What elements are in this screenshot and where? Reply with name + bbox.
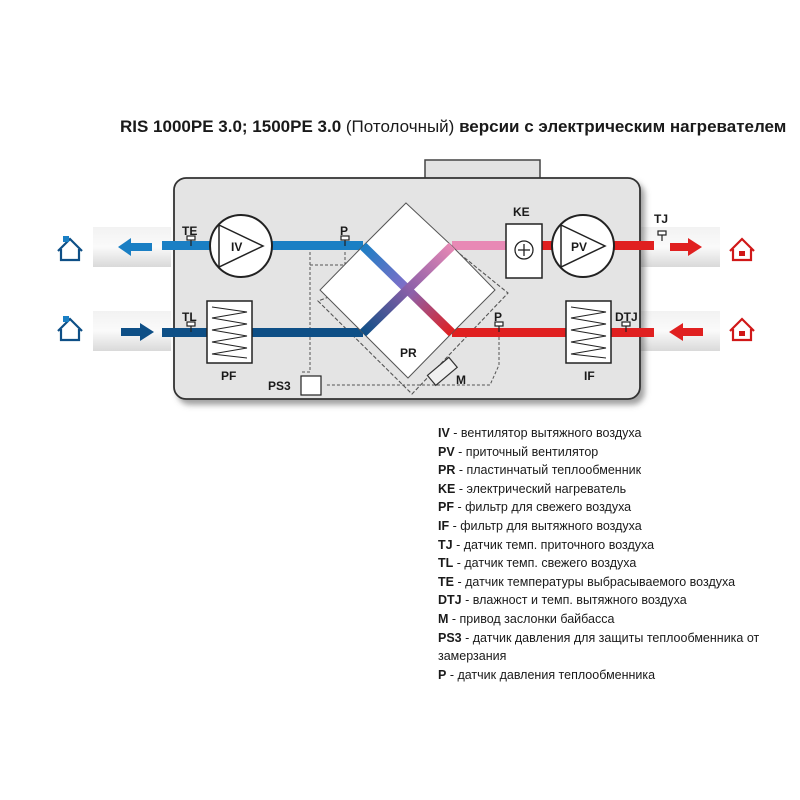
legend-text: - влажност и темп. вытяжного воздуха [461,593,687,608]
legend-code: DTJ [438,593,462,608]
legend-item: P - датчик давления теплообменника [438,666,798,685]
legend-code: TE [438,574,454,589]
label-if: IF [584,369,595,383]
legend-text: - датчик темп. приточного воздуха [452,537,655,552]
legend-item: PS3 - датчик давления для защиты теплооб… [438,629,798,666]
title-variant: версии с электрическим нагревателем [459,117,787,136]
legend-item: M - привод заслонки байбасса [438,610,798,629]
bypass-outline [317,249,509,395]
legend-text: - пластинчатый теплообменник [455,463,642,478]
arrow-exhaust-out-icon [118,238,152,256]
legend-text: - датчик температуры выбрасываемого возд… [453,574,736,589]
ps3-sensor [300,375,322,396]
label-p-bottom: P [494,310,502,324]
heater-ke-icon [505,223,543,279]
legend-code: P [438,667,447,682]
label-te: TE [182,224,197,238]
legend-text: - датчик давления для защиты теплообменн… [438,630,760,664]
arrow-extract-in-icon [669,323,703,341]
legend-item: PR - пластинчатый теплообменник [438,461,798,480]
legend-text: - фильтр для свежего воздуха [453,500,632,515]
legend-item: TL - датчик темп. свежего воздуха [438,554,798,573]
fan-iv-icon [209,214,273,278]
heat-exchanger-pr [319,202,496,379]
legend-item: IF - фильтр для вытяжного воздуха [438,517,798,536]
legend-item: TE - датчик температуры выбрасываемого в… [438,573,798,592]
legend-text: - датчик давления теплообменника [446,667,656,682]
sensor-stems [186,230,667,332]
legend-code: KE [438,481,456,496]
legend-text: - датчик темп. свежего воздуха [453,556,637,571]
arrow-supply-out-icon [670,238,702,256]
legend-code: M [438,611,449,626]
legend-code: TL [438,556,454,571]
legend-item: KE - электрический нагреватель [438,480,798,499]
legend-text: - электрический нагреватель [455,481,627,496]
legend-text: - привод заслонки байбасса [448,611,615,626]
legend-code: PR [438,463,456,478]
legend-item: IV - вентилятор вытяжного воздуха [438,424,798,443]
house-extract-icon [729,317,755,342]
house-exhaust-icon [57,236,83,262]
legend-text: - приточный вентилятор [454,444,599,459]
title-model: RIS 1000PE 3.0; 1500PE 3.0 [120,117,342,136]
label-pv: PV [571,240,587,254]
legend-item: DTJ - влажност и темп. вытяжного воздуха [438,591,798,610]
label-tj: TJ [654,212,668,226]
label-iv: IV [231,240,242,254]
filter-if-icon [565,300,612,364]
house-supply-icon [729,237,755,262]
legend-code: IF [438,518,450,533]
legend-item: PF - фильтр для свежего воздуха [438,498,798,517]
label-dtj: DTJ [615,310,638,324]
title-mount: (Потолочный) [345,117,455,136]
label-p-top: P [340,224,348,238]
arrow-fresh-in-icon [121,323,154,341]
label-pf: PF [221,369,236,383]
legend-item: TJ - датчик темп. приточного воздуха [438,536,798,555]
label-m: M [456,373,466,387]
label-pr: PR [400,346,417,360]
legend-text: - фильтр для вытяжного воздуха [449,518,642,533]
label-tl: TL [182,310,197,324]
label-ps3: PS3 [268,379,291,393]
legend-code: IV [438,426,450,440]
legend-code: PV [438,444,455,459]
filter-pf-icon [206,300,253,364]
legend-code: PS3 [438,630,462,645]
label-ke: KE [513,205,530,219]
house-fresh-icon [57,316,83,342]
legend-text: - вентилятор вытяжного воздуха [449,426,642,440]
bypass-motor [426,356,459,387]
legend-item: PV - приточный вентилятор [438,443,798,462]
page-title: RIS 1000PE 3.0; 1500PE 3.0 (Потолочный) … [120,117,786,137]
legend-code: PF [438,500,454,515]
legend-code: TJ [438,537,453,552]
fan-pv-icon [551,214,615,278]
